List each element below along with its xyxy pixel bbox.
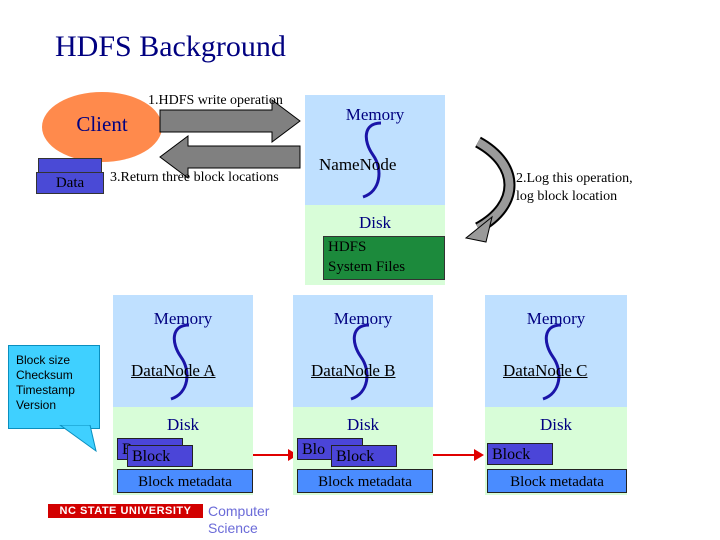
- hdfs-system-files: HDFS System Files: [323, 236, 445, 280]
- hdfs-files-line2: System Files: [328, 259, 406, 275]
- callout-item: Version: [16, 398, 57, 412]
- datanode-b: Memory DataNode B Disk Blo Block Block m…: [293, 295, 433, 495]
- write-arrow: [159, 99, 301, 143]
- datanode-disk-label: Disk: [539, 415, 573, 434]
- department-line1: Computer: [208, 503, 270, 519]
- metadata-callout-text: Block size Checksum Timestamp Version: [16, 353, 75, 413]
- block-metadata-box: Block metadata: [487, 469, 627, 493]
- datanode-disk-label: Disk: [166, 415, 200, 434]
- datanode-memory-label: Memory: [333, 309, 393, 328]
- client-label: Client: [76, 112, 128, 136]
- datanode-label: DataNode A: [131, 361, 216, 380]
- callout-item: Block size: [16, 353, 71, 367]
- return-locations-label: 3.Return three block locations: [110, 170, 279, 185]
- datanode-a: Memory DataNode A Disk B Block Block met…: [113, 295, 253, 495]
- namenode-disk-label: Disk: [358, 213, 392, 232]
- callout-pointer: [59, 425, 97, 453]
- write-operation-label: 1.HDFS write operation: [148, 93, 283, 108]
- datanode-c: Memory DataNode C Disk Block Block metad…: [485, 295, 627, 495]
- client-node: [42, 92, 162, 162]
- block-metadata-box: Block metadata: [117, 469, 253, 493]
- datanode-label: DataNode C: [503, 361, 588, 380]
- log-operation-line2: log block location: [516, 189, 618, 204]
- datanode-memory-label: Memory: [153, 309, 213, 328]
- page-title: HDFS Background: [55, 30, 286, 63]
- university-logo: NC STATE UNIVERSITY: [48, 504, 203, 518]
- process-icon: [170, 323, 190, 401]
- client-data-label: Data: [36, 172, 104, 194]
- process-icon: [362, 121, 382, 199]
- datanode-memory-label: Memory: [526, 309, 586, 328]
- block-box: Block: [487, 443, 553, 465]
- log-operation-label: 2.Log this operation, log block location: [516, 170, 633, 206]
- block-box: Block: [127, 445, 193, 467]
- metadata-callout: [8, 345, 100, 429]
- return-arrow: [159, 135, 301, 179]
- department-line2: Science: [208, 520, 258, 536]
- process-icon: [542, 323, 562, 401]
- process-icon: [350, 323, 370, 401]
- callout-item: Timestamp: [16, 383, 75, 397]
- namenode-label: NameNode: [319, 155, 397, 174]
- namenode-memory-label: Memory: [345, 105, 405, 124]
- datanode-disk-label: Disk: [346, 415, 380, 434]
- hdfs-files-line1: HDFS: [328, 239, 367, 255]
- log-operation-line1: 2.Log this operation,: [516, 171, 633, 186]
- block-box: Block: [331, 445, 397, 467]
- datanode-label: DataNode B: [311, 361, 396, 380]
- block-metadata-box: Block metadata: [297, 469, 433, 493]
- callout-item: Checksum: [16, 368, 73, 382]
- department-label: Computer Science: [208, 503, 269, 537]
- namenode: Memory NameNode Disk HDFS System Files: [305, 95, 445, 285]
